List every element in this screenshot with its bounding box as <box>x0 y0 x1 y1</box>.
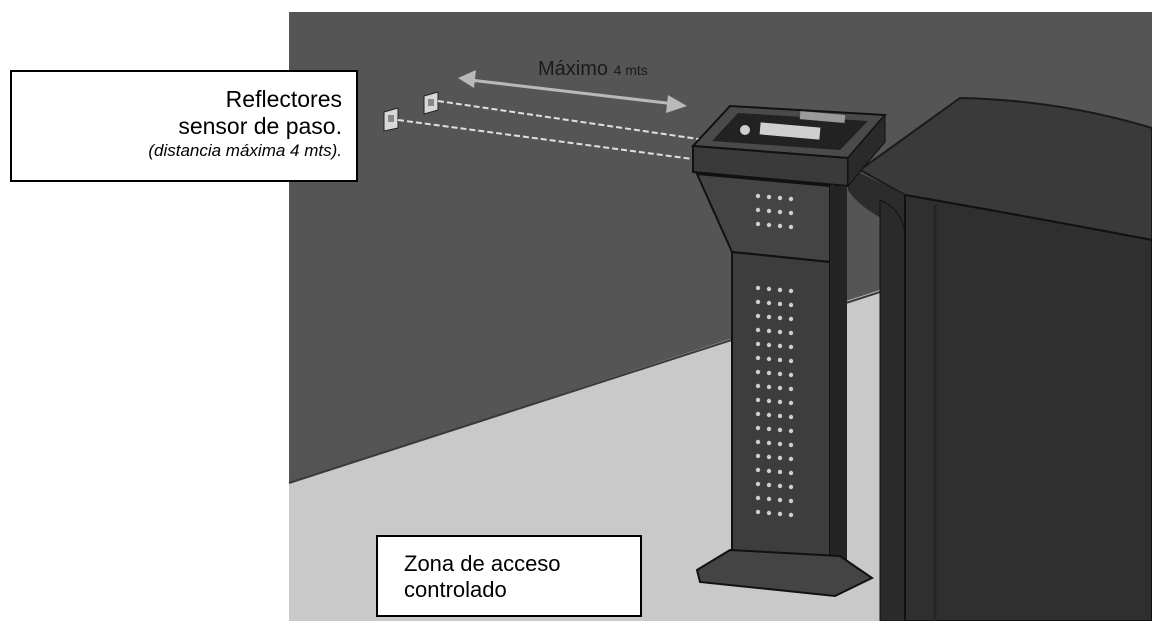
reflector-distance-note: (distancia máxima 4 mts). <box>148 141 342 160</box>
reflector-subtitle: sensor de paso. <box>178 113 342 139</box>
pedestal-hole <box>766 384 772 390</box>
pedestal-hole <box>766 440 772 446</box>
pedestal <box>695 172 874 598</box>
pedestal-hole <box>755 481 761 487</box>
pedestal-hole <box>788 224 794 230</box>
pedestal-hole <box>766 482 772 488</box>
pedestal-hole <box>755 411 761 417</box>
pedestal-hole <box>777 427 783 433</box>
zone-label-line1: Zona de acceso <box>404 551 561 576</box>
control-unit <box>690 104 888 188</box>
pedestal-hole <box>788 512 794 518</box>
sensor-beam <box>397 119 701 161</box>
pedestal-hole <box>777 329 783 335</box>
pedestal-hole <box>766 496 772 502</box>
reflector-icon <box>383 107 399 132</box>
pedestal-hole <box>755 193 761 199</box>
pedestal-hole <box>755 509 761 515</box>
pedestal-hole <box>766 468 772 474</box>
pedestal-hole <box>777 511 783 517</box>
pedestal-hole <box>777 385 783 391</box>
distance-label-unit: 4 mts <box>613 62 648 78</box>
pedestal-hole <box>755 495 761 501</box>
pedestal-hole <box>788 470 794 476</box>
pedestal-hole <box>755 369 761 375</box>
pedestal-hole <box>788 456 794 462</box>
pedestal-hole <box>788 442 794 448</box>
pedestal-hole <box>777 497 783 503</box>
pedestal-hole <box>766 398 772 404</box>
pedestal-hole <box>777 371 783 377</box>
pedestal-hole <box>788 316 794 322</box>
pedestal-hole <box>766 208 772 214</box>
pedestal-hole <box>777 223 783 229</box>
pedestal-hole <box>777 455 783 461</box>
pedestal-hole <box>755 285 761 291</box>
pedestal-hole <box>766 342 772 348</box>
pedestal-hole <box>777 343 783 349</box>
pedestal-hole <box>788 302 794 308</box>
pedestal-hole <box>755 439 761 445</box>
pedestal-hole <box>755 313 761 319</box>
pedestal-hole <box>777 315 783 321</box>
pedestal-hole <box>766 412 772 418</box>
pedestal-hole <box>788 330 794 336</box>
pedestal-hole <box>755 207 761 213</box>
pedestal-hole <box>766 510 772 516</box>
pedestal-hole <box>755 327 761 333</box>
pedestal-hole <box>788 428 794 434</box>
pedestal-hole <box>788 358 794 364</box>
pedestal-hole <box>777 287 783 293</box>
pedestal-hole <box>788 372 794 378</box>
pedestal-hole <box>777 413 783 419</box>
zone-label-line2: controlado <box>404 577 507 602</box>
pedestal-hole <box>788 386 794 392</box>
pedestal-hole <box>755 397 761 403</box>
pedestal-hole <box>788 210 794 216</box>
reflector-title: Reflectores <box>225 86 342 112</box>
pedestal-hole <box>755 383 761 389</box>
pedestal-hole <box>755 341 761 347</box>
pedestal-hole <box>788 414 794 420</box>
pedestal-hole <box>755 467 761 473</box>
pedestal-hole <box>766 370 772 376</box>
pedestal-hole <box>788 484 794 490</box>
pedestal-hole <box>777 441 783 447</box>
pedestal-hole <box>777 301 783 307</box>
reflector-label-box: Reflectores sensor de paso. (distancia m… <box>10 70 358 182</box>
pedestal-hole <box>777 483 783 489</box>
double-arrow-icon <box>458 70 687 113</box>
pedestal-hole <box>766 314 772 320</box>
pedestal-hole <box>766 328 772 334</box>
pedestal-hole <box>766 222 772 228</box>
pedestal-hole <box>788 344 794 350</box>
counter-housing <box>846 96 1152 621</box>
pedestal-hole <box>777 195 783 201</box>
pedestal-hole <box>755 299 761 305</box>
pedestal-hole <box>777 399 783 405</box>
pedestal-hole <box>755 453 761 459</box>
pedestal-hole <box>777 357 783 363</box>
pedestal-hole <box>788 196 794 202</box>
pedestal-hole <box>777 469 783 475</box>
distance-label: Máximo 4 mts <box>538 58 648 81</box>
pedestal-hole <box>777 209 783 215</box>
pedestal-hole <box>788 400 794 406</box>
pedestal-hole <box>766 194 772 200</box>
pedestal-hole <box>766 426 772 432</box>
reflector-icon <box>423 91 439 115</box>
pedestal-hole <box>755 355 761 361</box>
pedestal-hole <box>755 425 761 431</box>
distance-label-main: Máximo <box>538 58 609 80</box>
pedestal-hole <box>766 454 772 460</box>
pedestal-hole <box>788 498 794 504</box>
pedestal-hole <box>766 356 772 362</box>
zone-label-box: Zona de acceso controlado <box>376 535 642 617</box>
pedestal-hole <box>766 300 772 306</box>
pedestal-hole <box>788 288 794 294</box>
pedestal-hole <box>766 286 772 292</box>
pedestal-hole <box>755 221 761 227</box>
